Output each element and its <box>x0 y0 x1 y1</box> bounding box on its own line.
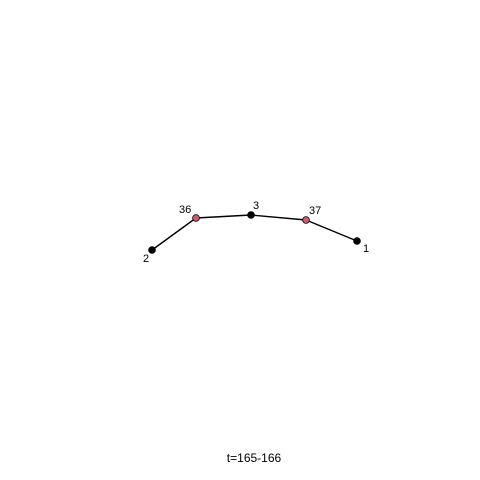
edges-layer <box>151 214 358 251</box>
node-label-1: 1 <box>363 243 369 255</box>
edge-n2-n36 <box>151 217 197 251</box>
node-37 <box>302 216 310 224</box>
node-label-2: 2 <box>143 253 149 265</box>
edge-n3-n37 <box>250 214 307 221</box>
edge-n36-n3 <box>195 214 252 219</box>
node-3 <box>247 211 255 219</box>
node-2 <box>148 246 156 254</box>
node-label-37: 37 <box>309 205 321 217</box>
nodes-layer <box>148 211 361 254</box>
node-label-36: 36 <box>179 204 191 216</box>
node-36 <box>192 214 200 222</box>
edge-n37-n1 <box>305 219 358 242</box>
node-label-3: 3 <box>253 200 259 212</box>
time-caption: t=165-166 <box>227 451 282 465</box>
labels-layer: 2 36 3 37 1 <box>143 200 369 265</box>
node-1 <box>353 237 361 245</box>
